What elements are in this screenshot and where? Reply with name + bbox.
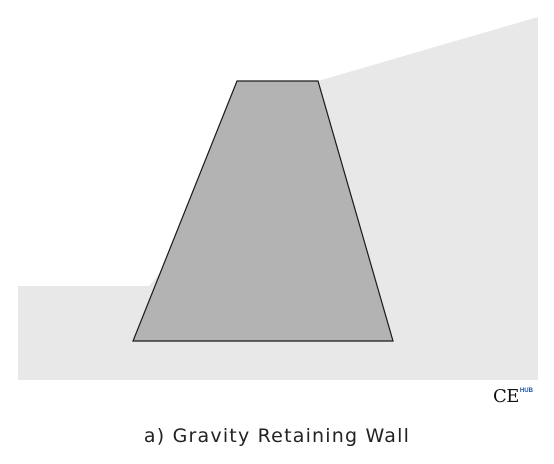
logo-superscript: HUB <box>519 388 533 394</box>
diagram-caption: a) Gravity Retaining Wall <box>143 425 411 447</box>
cehub-logo: CEHUB <box>493 386 533 410</box>
gravity-wall <box>132 80 394 342</box>
front-soil <box>18 286 149 380</box>
logo-text: CE <box>493 386 519 407</box>
